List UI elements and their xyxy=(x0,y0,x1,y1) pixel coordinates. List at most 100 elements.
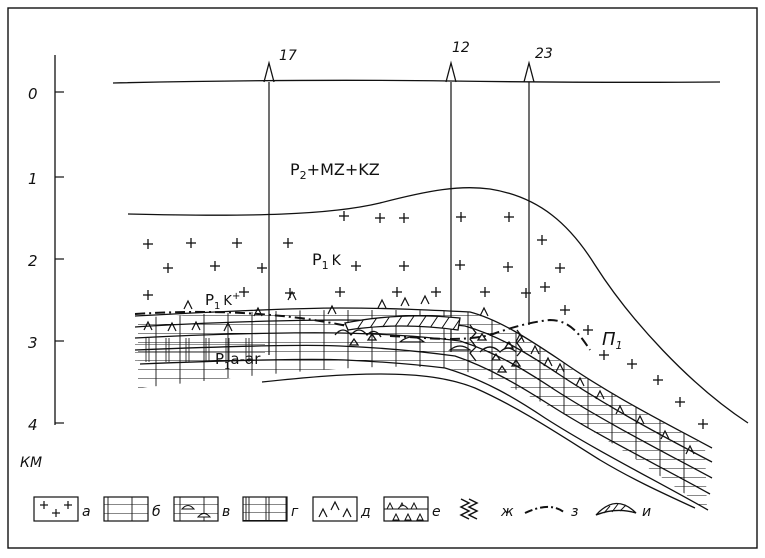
legend-swatch-lens xyxy=(595,502,637,516)
legend-item-limestone: б xyxy=(103,496,161,522)
salt-cross xyxy=(399,261,409,271)
depth-label-2: 2 xyxy=(28,252,38,270)
diagram-border xyxy=(7,7,758,549)
salt-cross xyxy=(504,212,514,222)
well-23-label: 23 xyxy=(535,46,553,62)
breccia-zigzag xyxy=(469,324,477,362)
legend-item-zigzag: ж xyxy=(459,498,514,520)
salt-cross xyxy=(521,288,531,298)
depth-label-1: 1 xyxy=(28,170,38,188)
legend-label-limestone: б xyxy=(152,504,161,520)
breccia-mound-1 xyxy=(334,329,382,338)
legend-label-salt-crosses: а xyxy=(82,504,91,520)
depth-label-3: 3 xyxy=(28,334,38,352)
breccia-zone xyxy=(334,324,523,373)
anhydrite-caret xyxy=(377,298,387,309)
well-17-label: 17 xyxy=(279,48,297,64)
breccia-mound-3 xyxy=(448,345,472,351)
depth-axis: 0 1 2 3 4 КМ xyxy=(20,55,64,471)
legend-item-salt-crosses: а xyxy=(33,496,91,522)
salt-cross xyxy=(257,263,267,273)
well-23: 23 xyxy=(523,46,553,325)
salt-cross xyxy=(143,290,153,300)
breccia-mound-4 xyxy=(479,346,517,353)
dolomite-fill xyxy=(135,338,265,362)
stratum-line-6 xyxy=(261,373,696,509)
salt-cross xyxy=(210,261,220,271)
salt-cross xyxy=(560,305,570,315)
sulfate-boundary-west xyxy=(134,310,361,329)
salt-cross xyxy=(455,260,465,270)
breccia-mound-2 xyxy=(398,336,426,343)
legend-item-reef-limestone: в xyxy=(173,496,230,522)
legend-label-anhydrite: д xyxy=(360,504,371,520)
salt-cross xyxy=(143,239,153,249)
stratum-line-2 xyxy=(134,319,713,463)
legend-item-dolomite: г xyxy=(242,496,299,522)
legend-swatch-limestone xyxy=(103,496,149,522)
salt-cross xyxy=(555,263,565,273)
salt-crosses xyxy=(143,211,708,429)
legend-item-lens: и xyxy=(595,502,651,520)
legend-label-dash-dot-line: з xyxy=(571,504,578,520)
well-12-label: 12 xyxy=(452,40,470,56)
salt-cross xyxy=(375,213,385,223)
salt-cross xyxy=(186,238,196,248)
salt-cross xyxy=(480,287,490,297)
legend-item-anhydrite: д xyxy=(312,496,371,522)
salt-cross xyxy=(239,287,249,297)
salt-cross xyxy=(456,212,466,222)
anhydrite-caret xyxy=(287,290,297,301)
salt-cross xyxy=(537,235,547,245)
stratum-line-4 xyxy=(134,344,711,495)
salt-cross xyxy=(351,261,361,271)
salt-cross xyxy=(283,238,293,248)
stratum-line-5 xyxy=(139,358,709,511)
salt-cross xyxy=(163,263,173,273)
breccia-triangles xyxy=(348,332,522,373)
legend-item-breccia: е xyxy=(383,496,441,522)
well-23-marker xyxy=(523,60,535,83)
label-cover-unit: P2+MZ+KZ xyxy=(290,160,380,182)
salt-cross xyxy=(653,375,663,385)
depth-unit-label: КМ xyxy=(20,455,42,471)
well-12-marker xyxy=(445,60,457,83)
salt-cross xyxy=(583,325,593,335)
legend-label-zigzag: ж xyxy=(500,504,514,520)
salt-cross xyxy=(675,397,685,407)
salt-cross xyxy=(399,213,409,223)
salt-cross xyxy=(599,350,609,360)
legend-swatch-dash-dot-line xyxy=(524,506,566,514)
salt-cross xyxy=(232,238,242,248)
anhydrite-caret xyxy=(183,299,193,310)
anhydrite-caret xyxy=(400,296,410,307)
legend-label-lens: и xyxy=(642,504,651,520)
depth-label-0: 0 xyxy=(28,85,38,103)
legend-item-dash-dot-line: з xyxy=(524,504,578,520)
salt-cross xyxy=(431,287,441,297)
salt-cross xyxy=(503,262,513,272)
label-horizon: П1 xyxy=(602,329,623,352)
salt-cross xyxy=(392,287,402,297)
legend-label-reef-limestone: в xyxy=(222,504,230,520)
salt-cross xyxy=(335,287,345,297)
legend-swatch-anhydrite xyxy=(312,496,358,522)
stratum-line-1 xyxy=(134,307,713,449)
well-17-marker xyxy=(263,60,275,83)
legend-label-dolomite: г xyxy=(291,504,299,520)
ground-surface-line xyxy=(112,79,721,84)
anhydrite-caret xyxy=(420,294,430,305)
anhydrite-caret xyxy=(479,306,489,317)
reef-lens-hatch xyxy=(349,315,460,330)
well-12: 12 xyxy=(445,40,470,352)
legend-swatch-breccia xyxy=(383,496,429,522)
subsalt-strata xyxy=(134,307,713,511)
legend-swatch-dolomite xyxy=(242,496,288,522)
salt-cross xyxy=(540,282,550,292)
salt-cross xyxy=(627,359,637,369)
salt-cross xyxy=(339,211,349,221)
